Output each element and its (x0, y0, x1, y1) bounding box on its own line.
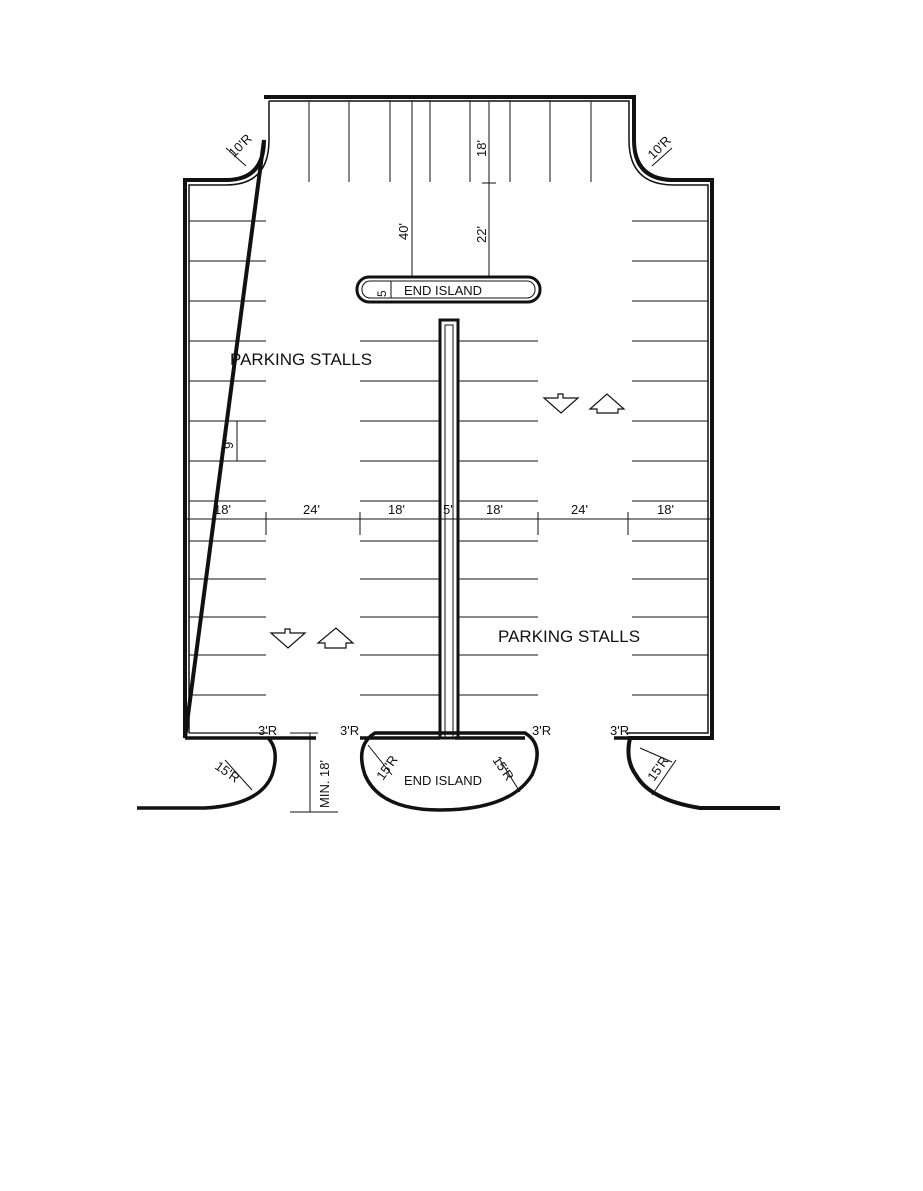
end-island-bottom-label: END ISLAND (404, 773, 482, 788)
radius-top-left-label: 10'R (226, 131, 255, 160)
traffic-arrows-lower (269, 627, 355, 649)
radius-15-1-label: 15'R (212, 758, 242, 785)
end-island-top-label: END ISLAND (404, 283, 482, 298)
corner-3r-1-label: 3'R (258, 723, 277, 738)
center-median (438, 318, 460, 740)
min-18-dimension (290, 732, 338, 813)
traffic-arrows-upper (542, 393, 626, 414)
stall-length-top-label: 18' (474, 140, 489, 157)
right-center-stalls (458, 340, 538, 696)
radius-leaders (224, 147, 677, 796)
radius-15-4-label: 15'R (644, 754, 671, 784)
radius-top-right-label: 10'R (645, 133, 674, 162)
row-18d-label: 18' (657, 502, 674, 517)
stall-width-9-label: 9' (221, 439, 236, 449)
radius-15-3-label: 15'R (490, 753, 517, 783)
right-outer-stalls (632, 220, 708, 696)
vertical-dimension-lines (230, 101, 496, 462)
island-width-5-label: 5 (375, 290, 389, 297)
left-outer-stalls (189, 220, 266, 696)
corner-3r-4-label: 3'R (610, 723, 629, 738)
row-24a-label: 24' (303, 502, 320, 517)
row-18a-label: 18' (214, 502, 231, 517)
min-18-label: MIN. 18' (317, 760, 332, 808)
row-24b-label: 24' (571, 502, 588, 517)
corner-3r-3-label: 3'R (532, 723, 551, 738)
lot-boundary (137, 95, 780, 810)
horizontal-dimension-row (184, 512, 713, 535)
row-18b-label: 18' (388, 502, 405, 517)
arrow-down-icon (542, 393, 580, 414)
arrow-down-icon (269, 628, 307, 649)
depth-40-label: 40' (396, 223, 411, 240)
left-center-stalls (360, 340, 440, 696)
parking-stalls-left-label: PARKING STALLS (230, 350, 372, 369)
row-5-label: 5' (443, 502, 453, 517)
parking-stalls-right-label: PARKING STALLS (498, 627, 640, 646)
arrow-up-icon (588, 393, 626, 414)
corner-3r-2-label: 3'R (340, 723, 359, 738)
top-stall-lines (308, 101, 592, 182)
row-18c-label: 18' (486, 502, 503, 517)
end-island-bottom (359, 731, 539, 812)
end-island-top (355, 275, 542, 304)
aisle-22-label: 22' (474, 226, 489, 243)
arrow-up-icon (316, 627, 355, 649)
